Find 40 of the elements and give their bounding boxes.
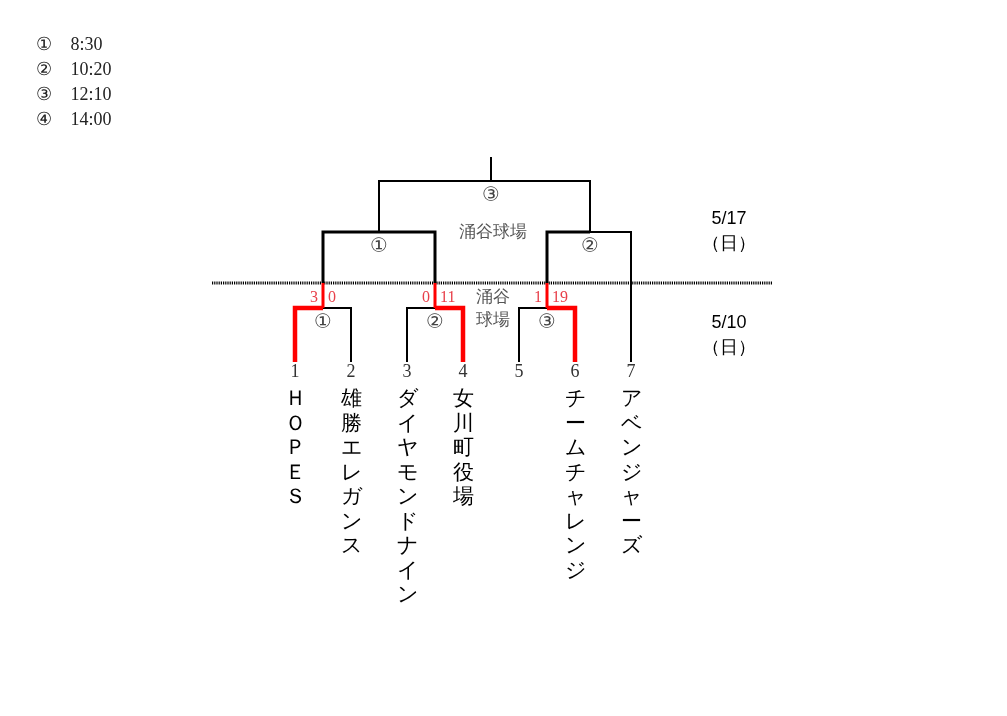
team-name: チームチャレンジ bbox=[564, 386, 586, 582]
venue-label: 涌谷球場 bbox=[459, 221, 527, 243]
date-label: 5/10（日） bbox=[701, 311, 757, 359]
seed-number: 6 bbox=[570, 362, 580, 381]
seed-number: 3 bbox=[402, 362, 412, 381]
bracket-line bbox=[547, 305, 578, 362]
bracket-line bbox=[435, 305, 466, 362]
seed-number: 5 bbox=[514, 362, 524, 381]
venue-label: 涌谷球場 bbox=[475, 286, 511, 331]
team-name: アベンジャーズ bbox=[620, 386, 642, 558]
bracket-line bbox=[490, 180, 591, 233]
start-time-note: ② 10:20 bbox=[36, 59, 112, 79]
team-name: ＨＯＰＥＳ bbox=[284, 386, 306, 509]
bracket-line bbox=[545, 230, 590, 308]
team-name: ダイヤモンドナイン bbox=[396, 386, 418, 607]
match-number: ③ bbox=[482, 184, 500, 204]
seed-number: 4 bbox=[458, 362, 468, 381]
bracket-line bbox=[589, 231, 632, 363]
seed-number: 1 bbox=[290, 362, 300, 381]
bracket-line bbox=[518, 307, 548, 363]
match-number: ③ bbox=[538, 311, 556, 331]
start-time-note: ③ 12:10 bbox=[36, 84, 112, 104]
bracket-line bbox=[321, 230, 379, 308]
match-number: ① bbox=[370, 235, 388, 255]
bracket-line bbox=[379, 230, 437, 308]
bracket-line bbox=[406, 307, 436, 363]
bracket-line bbox=[322, 307, 352, 363]
seed-number: 2 bbox=[346, 362, 356, 381]
seed-number: 7 bbox=[626, 362, 636, 381]
start-time-note: ① 8:30 bbox=[36, 34, 103, 54]
team-name: 女川町役場 bbox=[452, 386, 474, 509]
bracket-line bbox=[378, 180, 492, 233]
match-number: ① bbox=[314, 311, 332, 331]
bracket-line bbox=[292, 305, 323, 362]
date-label: 5/17（日） bbox=[701, 207, 757, 255]
match-number: ② bbox=[426, 311, 444, 331]
match-number: ② bbox=[581, 235, 599, 255]
team-name: 雄勝エレガンス bbox=[340, 386, 362, 558]
start-time-note: ④ 14:00 bbox=[36, 109, 112, 129]
bracket-line bbox=[490, 156, 492, 182]
